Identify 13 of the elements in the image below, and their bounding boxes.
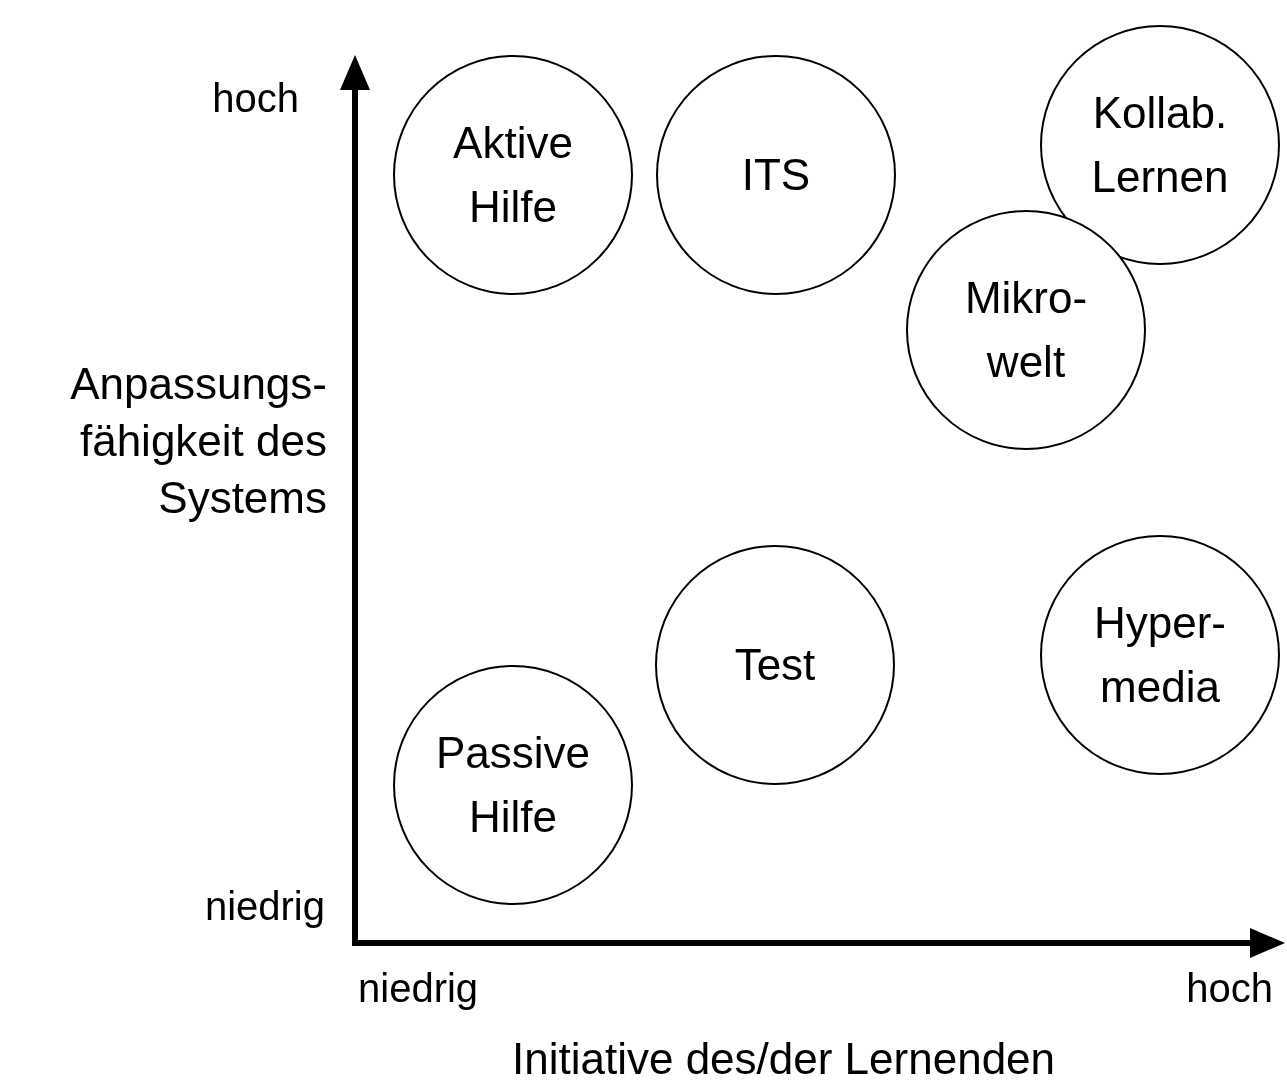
y-axis-title: Anpassungs- fähigkeit des Systems xyxy=(69,358,327,525)
category-label: Mikro- welt xyxy=(964,272,1088,388)
axis-tick-label: hoch xyxy=(1186,965,1273,1012)
x-axis-title: Initiative des/der Lernenden xyxy=(512,1033,1056,1085)
category-label: Passive Hilfe xyxy=(435,727,591,843)
category-label: ITS xyxy=(741,149,811,202)
category-label: Hyper- media xyxy=(1094,597,1226,713)
axis-tick-label: niedrig xyxy=(358,965,479,1012)
category-label: Kollab. Lernen xyxy=(1091,87,1229,203)
axis-tick-label: hoch xyxy=(212,75,299,122)
axis-tick-label: niedrig xyxy=(204,883,325,930)
category-label: Aktive Hilfe xyxy=(453,117,573,233)
category-label: Test xyxy=(734,639,816,692)
